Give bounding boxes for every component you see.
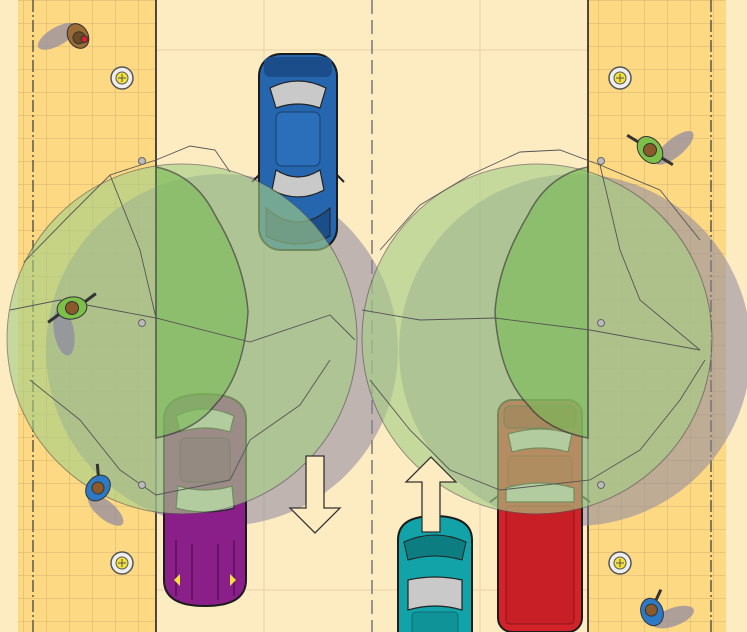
teal-car	[398, 516, 472, 632]
street-light-icon	[609, 67, 631, 89]
street-light-icon	[609, 552, 631, 574]
street-light-icon	[111, 552, 133, 574]
street-light-icon	[111, 67, 133, 89]
